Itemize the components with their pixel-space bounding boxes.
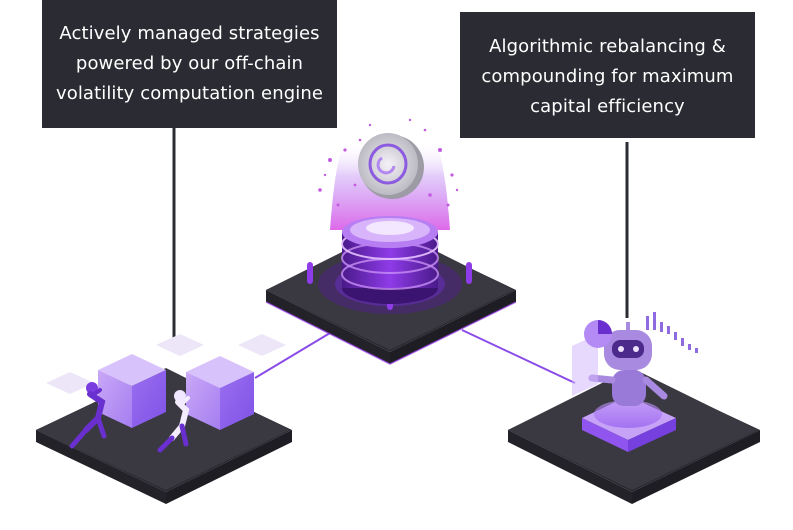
callout-left: Actively managed strategies powered by o… bbox=[42, 0, 337, 128]
pie-chart-icon bbox=[584, 320, 612, 348]
hologram-panel bbox=[572, 334, 598, 396]
callout-right-line-2: compounding for maximum bbox=[481, 66, 734, 87]
server-cylinder-icon bbox=[341, 216, 439, 304]
cube-right bbox=[186, 356, 254, 430]
callout-left-line-2: powered by our off-chain bbox=[75, 53, 304, 74]
pushing-people-icon bbox=[69, 382, 190, 453]
callout-left-line-3: volatility computation engine bbox=[55, 83, 324, 104]
vault-token-icon bbox=[358, 133, 424, 199]
left-platform bbox=[36, 334, 292, 504]
callout-right-line-3: capital efficiency bbox=[530, 96, 685, 117]
callout-right-line-1: Algorithmic rebalancing & bbox=[489, 36, 726, 57]
callout-left-line-1: Actively managed strategies bbox=[59, 23, 320, 44]
cube-left bbox=[98, 354, 166, 428]
particles bbox=[318, 118, 459, 207]
callout-right: Algorithmic rebalancing & compounding fo… bbox=[460, 12, 755, 138]
robot-pad bbox=[582, 396, 676, 452]
bar-chart-icon bbox=[646, 312, 698, 353]
connector-lines bbox=[172, 128, 629, 384]
